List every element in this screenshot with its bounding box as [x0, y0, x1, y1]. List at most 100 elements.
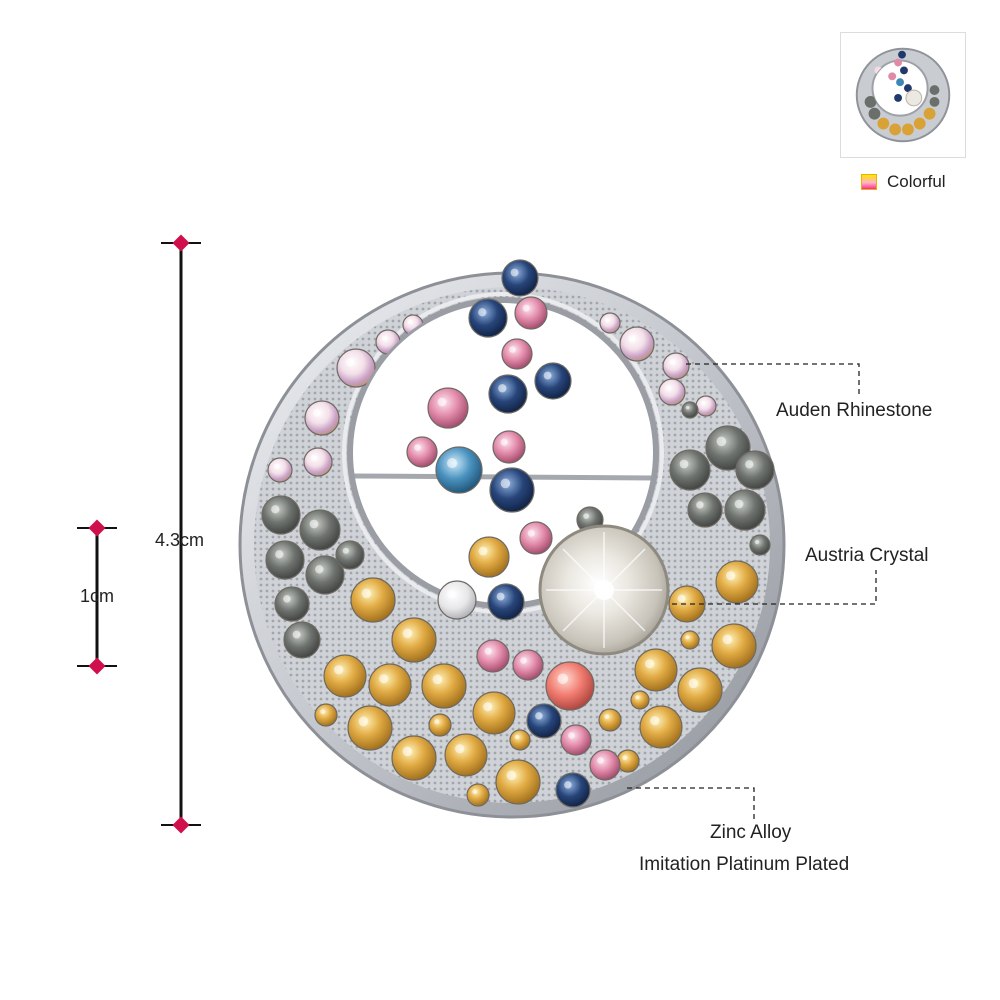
ring-stone [681, 401, 699, 419]
ring-stone [304, 400, 340, 436]
ring-stone-highlight [309, 519, 319, 529]
cluster-stone-highlight [447, 590, 456, 599]
ring-stone-highlight [361, 588, 372, 599]
ring-stone [444, 733, 488, 777]
brooch-thumbnail-image [855, 47, 951, 143]
ring-stone-highlight [402, 746, 413, 757]
ring-stone-highlight [455, 744, 465, 754]
ring-stone [619, 326, 655, 362]
color-option-label: Colorful [887, 172, 946, 191]
ring-stone-highlight [381, 335, 388, 342]
ring-stone-highlight [520, 657, 527, 664]
ring-stone [335, 540, 365, 570]
height-label: 4.3cm [155, 530, 205, 550]
ring-stone-highlight [745, 460, 754, 469]
cluster-stone [437, 580, 477, 620]
color-option-thumbnail[interactable] [840, 32, 966, 158]
ring-stone [402, 314, 424, 336]
ring-stone-highlight [283, 595, 291, 603]
ring-stone [314, 703, 338, 727]
ring-stone [545, 661, 595, 711]
ring-stone-highlight [677, 594, 686, 603]
cluster-stone-highlight [478, 546, 488, 556]
brooch [238, 259, 786, 819]
ring-stone-highlight [292, 630, 301, 639]
ring-stone-highlight [622, 755, 628, 761]
cluster-stone-highlight [543, 371, 552, 380]
ring-stone-highlight [342, 547, 349, 554]
ring-stone [599, 312, 621, 334]
colorful-swatch [861, 174, 877, 190]
ring-stone [261, 495, 301, 535]
ring-stone [589, 749, 621, 781]
dimension-marker-top [172, 234, 190, 252]
ring-stone [495, 759, 541, 805]
cluster-stone-highlight [496, 592, 505, 601]
ring-stone [639, 705, 683, 749]
ring-stone [662, 352, 690, 380]
ring-stone [634, 648, 678, 692]
ring-stone [267, 457, 293, 483]
ring-stone [350, 577, 396, 623]
cluster-stone [501, 338, 533, 370]
cluster-stone-highlight [500, 478, 511, 489]
ring-stone-highlight [685, 635, 690, 640]
ring-stone-highlight [379, 674, 389, 684]
cluster-stone-highlight [500, 438, 508, 446]
cluster-stone [487, 583, 525, 621]
ring-stone-highlight [483, 702, 493, 712]
ring-stone-highlight [407, 319, 413, 325]
ring-stone-highlight [358, 716, 369, 727]
ring-stone-highlight [275, 550, 284, 559]
cluster-stone-highlight [583, 513, 589, 519]
ring-stone [509, 729, 531, 751]
color-option[interactable]: Colorful [861, 172, 946, 192]
ring-stone-highlight [557, 673, 569, 685]
alloy-leader [627, 787, 755, 820]
ring-stone [668, 585, 706, 623]
dimension-marker-bottom [172, 816, 190, 834]
ring-stone-highlight [650, 716, 660, 726]
ring-stone-highlight [346, 358, 355, 367]
ring-stone [695, 395, 717, 417]
ring-stone-highlight [685, 405, 690, 410]
ring-stone [368, 663, 412, 707]
cluster-stone [427, 387, 469, 429]
ring-stone [305, 555, 345, 595]
ring-stone-highlight [635, 695, 640, 700]
ring-stone-highlight [313, 409, 321, 417]
ring-stone [347, 705, 393, 751]
ring-stone [299, 509, 341, 551]
ring-stone [421, 663, 467, 709]
ring-stone [512, 649, 544, 681]
ring-stone-highlight [432, 674, 443, 685]
cluster-stone-highlight [510, 268, 519, 277]
cluster-stone [492, 430, 526, 464]
ring-stone-highlight [506, 770, 517, 781]
ring-stone-highlight [320, 709, 326, 715]
ring-stone-highlight [700, 400, 706, 406]
ring-stone-highlight [722, 634, 733, 645]
ring-stone [616, 749, 640, 773]
cluster-stone-highlight [527, 529, 535, 537]
cluster-stone [406, 436, 438, 468]
ring-stone-highlight [271, 505, 280, 514]
cluster-stone-highlight [414, 444, 421, 451]
ring-stone-highlight [273, 463, 280, 470]
cluster-stone [468, 536, 510, 578]
ring-stone-highlight [310, 454, 317, 461]
ring-stone [677, 667, 723, 713]
cluster-stone-highlight [437, 397, 447, 407]
cluster-stone-highlight [478, 308, 487, 317]
cluster-stone-highlight [498, 384, 507, 393]
ring-stone [375, 329, 401, 355]
ring-stone [274, 586, 310, 622]
ring-stone [680, 630, 700, 650]
ring-stone-highlight [564, 781, 572, 789]
rhinestone-leader [686, 363, 860, 396]
cluster-stone-highlight [522, 304, 530, 312]
ring-stone [715, 560, 759, 604]
ring-stone [323, 654, 367, 698]
ring-stone-highlight [696, 501, 704, 509]
ring-stone [630, 690, 650, 710]
